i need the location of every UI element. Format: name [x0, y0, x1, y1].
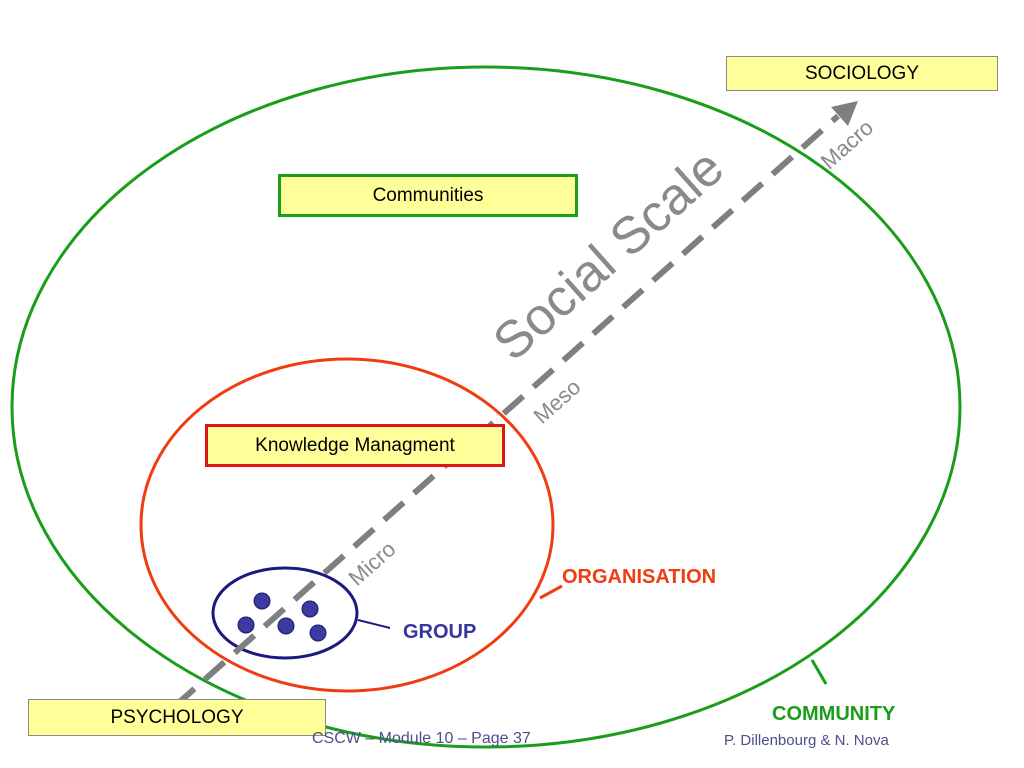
micro-label: Micro: [344, 536, 401, 590]
footer-left: CSCW – Module 10 – Page 37: [312, 730, 531, 747]
group-ellipse: [211, 566, 359, 660]
sociology-box: SOCIOLOGY: [726, 56, 998, 91]
organisation-leader-line: [539, 584, 563, 600]
member-dot: [237, 616, 255, 634]
community-leader-line: [810, 659, 828, 685]
communities-box: Communities: [278, 174, 578, 217]
sociology-label: SOCIOLOGY: [804, 62, 920, 84]
group-leader-line: [357, 619, 391, 629]
communities-label: Communities: [372, 184, 484, 206]
organisation-ellipse: [139, 357, 555, 693]
psychology-box: PSYCHOLOGY: [28, 699, 326, 736]
community-label: COMMUNITY: [772, 703, 896, 725]
member-dot: [253, 592, 271, 610]
member-dot: [277, 617, 295, 635]
community-ellipse: [10, 65, 962, 749]
member-dot: [309, 624, 327, 642]
group-label: GROUP: [403, 621, 476, 643]
footer-right: P. Dillenbourg & N. Nova: [724, 732, 889, 749]
organisation-label: ORGANISATION: [562, 566, 716, 588]
knowledge-management-label: Knowledge Managment: [255, 434, 455, 456]
member-dot: [301, 600, 319, 618]
social-scale-arrow: [173, 113, 840, 709]
knowledge-management-box: Knowledge Managment: [205, 424, 505, 467]
arrow-head: [831, 101, 858, 126]
group-members: [237, 592, 327, 642]
psychology-label: PSYCHOLOGY: [110, 706, 244, 728]
